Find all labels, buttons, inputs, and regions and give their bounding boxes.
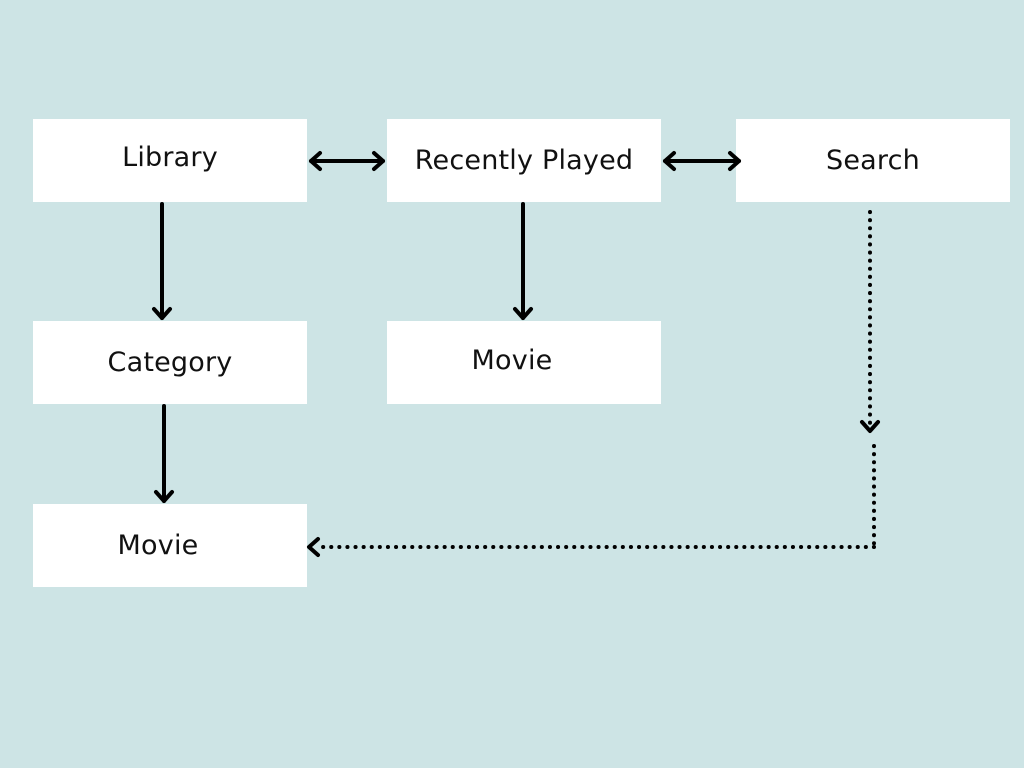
double-arrow-recently-played-search <box>663 151 741 171</box>
search-node: Search <box>736 119 1010 202</box>
movie-node-category: Movie <box>33 504 307 587</box>
category-node: Category <box>33 321 307 404</box>
movie-label-recently-played: Movie <box>471 345 553 376</box>
arrow-category-movie <box>154 404 174 503</box>
category-label: Category <box>107 347 233 378</box>
arrow-recently-played-movie <box>513 202 533 320</box>
recently-played-node: Recently Played <box>387 119 661 202</box>
double-arrow-library-recently-played <box>309 151 385 171</box>
arrow-library-category <box>152 202 172 320</box>
movie-label-category: Movie <box>117 530 199 561</box>
library-node: Library <box>33 119 307 202</box>
search-label: Search <box>826 145 920 176</box>
movie-node-recently-played: Movie <box>387 321 661 404</box>
library-label: Library <box>122 142 218 173</box>
recently-played-label: Recently Played <box>414 145 634 176</box>
